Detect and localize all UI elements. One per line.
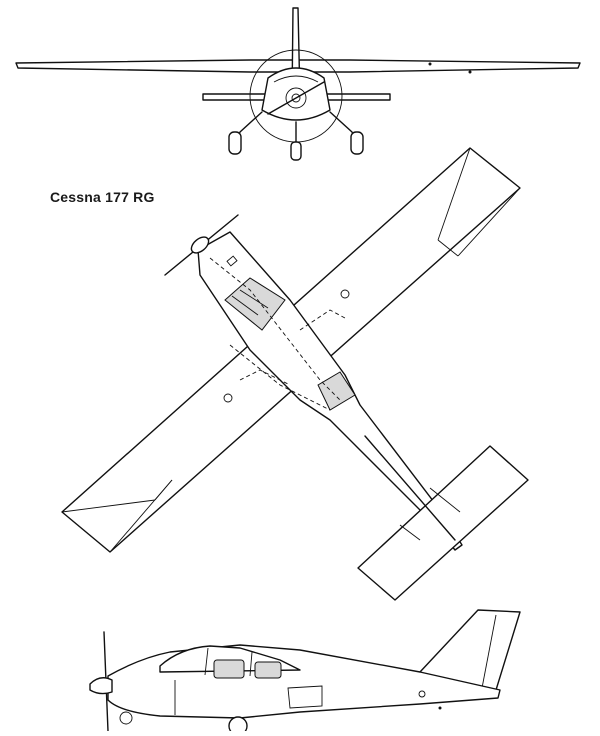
aircraft-title: Cessna 177 RG xyxy=(50,189,155,205)
front-nose-wheel xyxy=(290,141,302,161)
side-main-wheel xyxy=(228,716,248,736)
side-view xyxy=(89,609,521,736)
top-view xyxy=(61,147,529,601)
front-view xyxy=(15,7,581,161)
top-horizontal-tail xyxy=(357,445,529,601)
front-right-wheel xyxy=(350,131,364,155)
front-left-wheel xyxy=(228,131,242,155)
top-canopy xyxy=(224,277,286,331)
